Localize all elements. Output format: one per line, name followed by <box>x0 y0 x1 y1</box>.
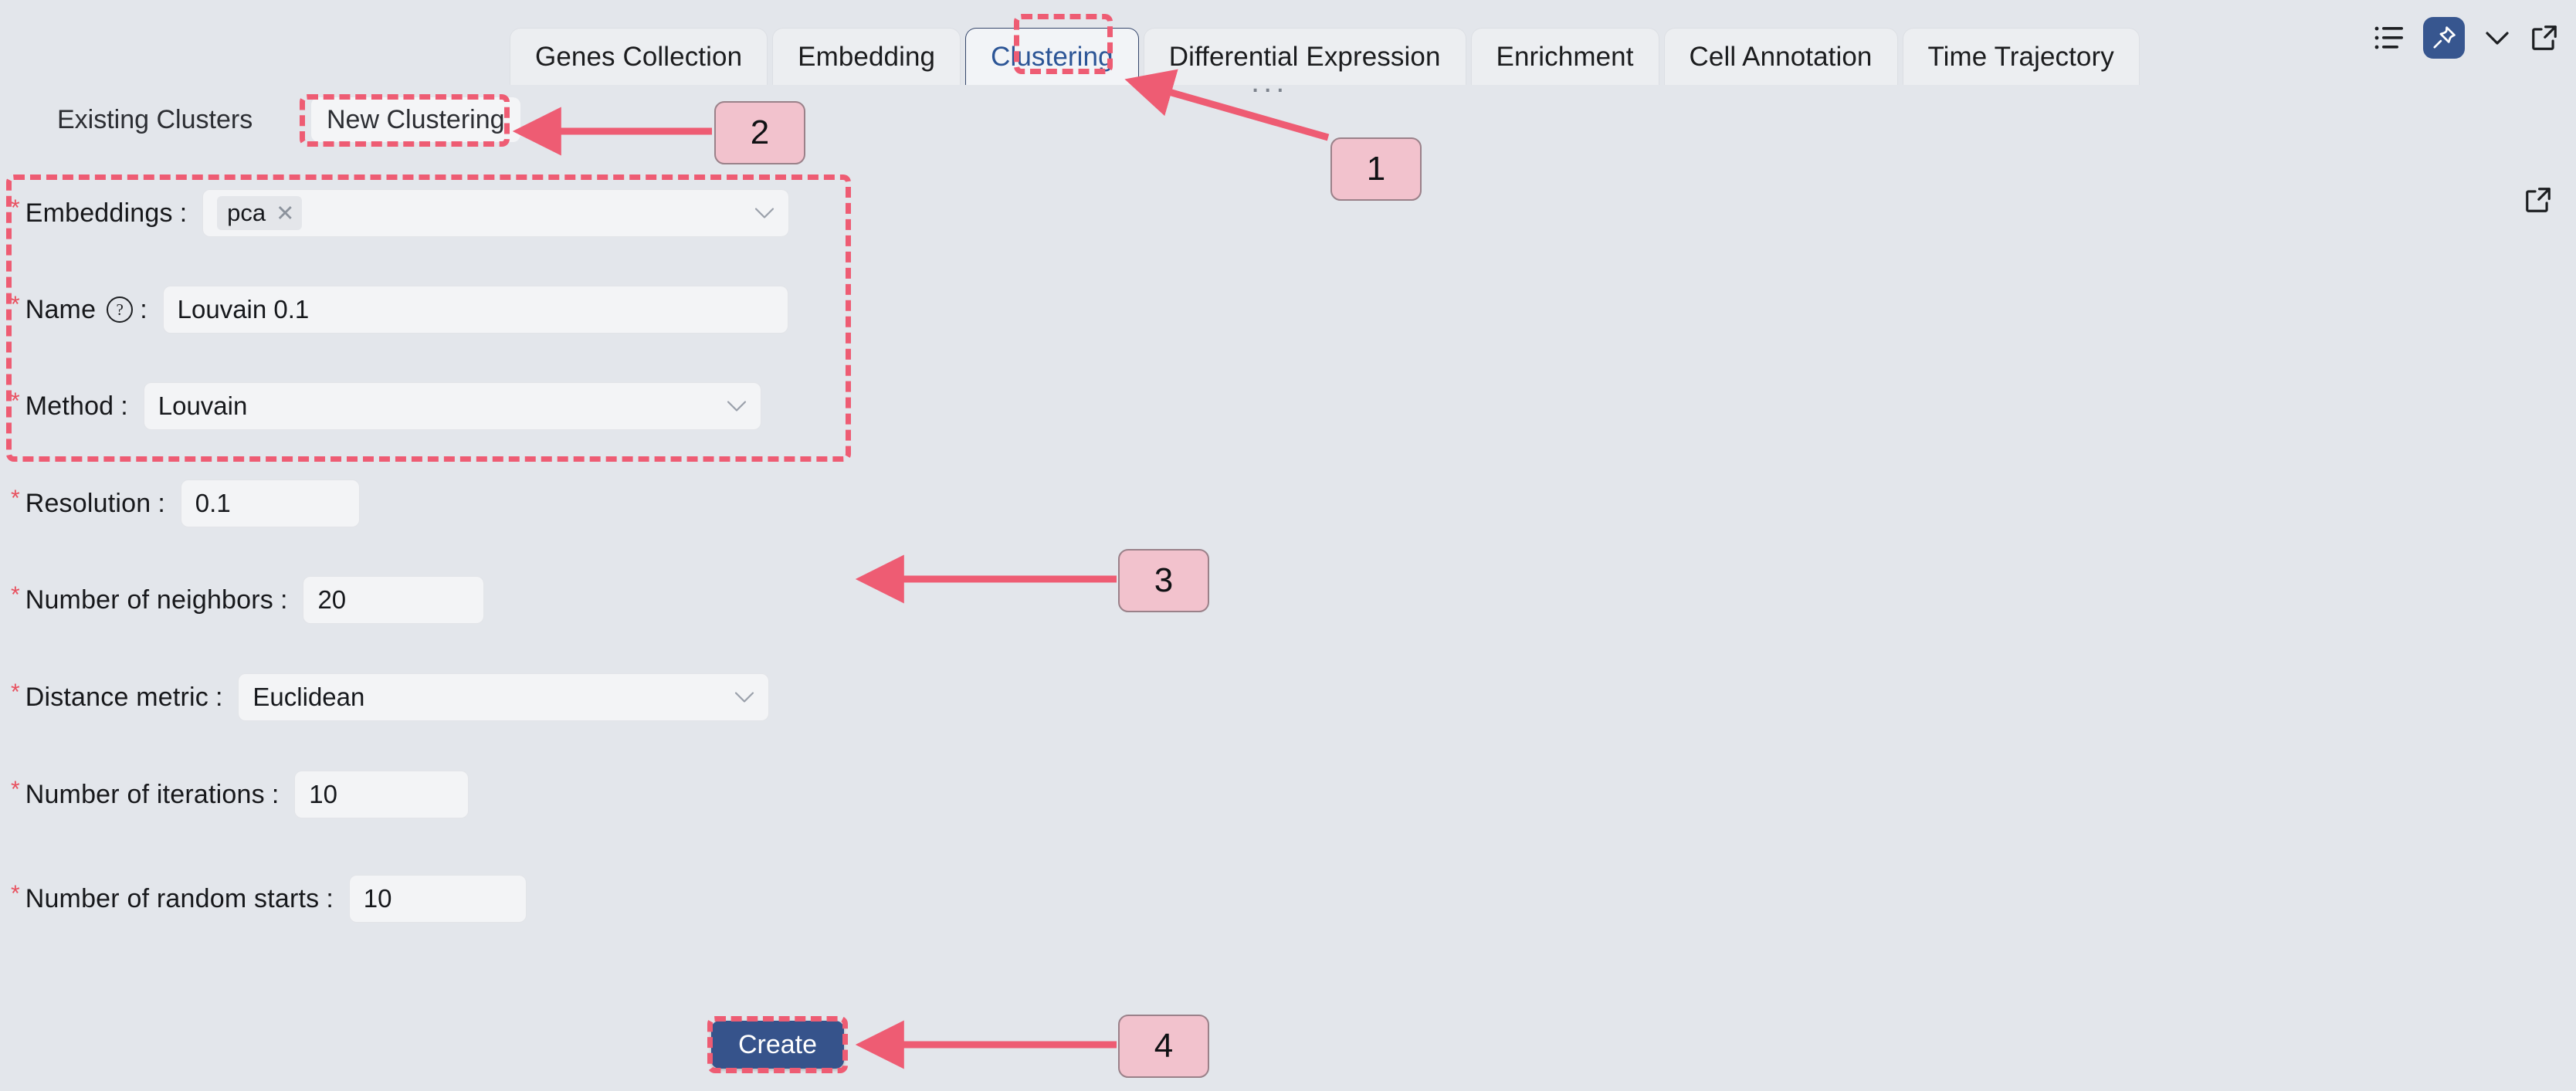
field-label: Number of iterations <box>25 779 265 809</box>
form-row-name: * Name ? : Louvain 0.1 <box>11 285 788 334</box>
form-row-random-starts: * Number of random starts : 10 <box>11 874 527 923</box>
tab-label: Embedding <box>798 41 936 72</box>
field-label: Embeddings <box>25 198 173 228</box>
required-marker: * <box>11 292 20 317</box>
tab-label: Genes Collection <box>535 41 743 72</box>
field-label: Number of neighbors <box>25 584 273 615</box>
field-label: Method <box>25 391 114 421</box>
field-colon: : <box>215 682 223 712</box>
field-label: Number of random starts <box>25 883 320 913</box>
tab-label: Enrichment <box>1496 41 1634 72</box>
annotation-badge-3: 3 <box>1118 549 1209 612</box>
distance-metric-select[interactable]: Euclidean <box>238 673 770 721</box>
iterations-input-value: 10 <box>309 780 337 808</box>
field-colon: : <box>326 883 334 913</box>
tab-cell-annotation[interactable]: Cell Annotation <box>1663 28 1898 85</box>
external-link-icon[interactable] <box>2530 23 2559 53</box>
name-input[interactable]: Louvain 0.1 <box>162 286 788 334</box>
tag-remove-icon[interactable]: ✕ <box>276 201 295 226</box>
subtab-existing-clusters[interactable]: Existing Clusters <box>42 97 268 142</box>
field-colon: : <box>179 198 188 228</box>
subtab-label: Existing Clusters <box>57 104 253 134</box>
required-marker: * <box>11 582 20 608</box>
subtab-new-clustering[interactable]: New Clustering <box>311 97 520 142</box>
tab-label: Differential Expression <box>1168 41 1441 72</box>
tab-embedding[interactable]: Embedding <box>772 28 961 85</box>
field-label: Name <box>25 294 97 324</box>
required-marker: * <box>11 881 20 906</box>
field-label: Distance metric <box>25 682 208 712</box>
main-tab-bar: Genes Collection Embedding Clustering Di… <box>0 0 2576 85</box>
required-marker: * <box>11 388 20 414</box>
tab-label: Time Trajectory <box>1927 41 2114 72</box>
form-row-resolution: * Resolution : 0.1 <box>11 479 360 528</box>
method-select[interactable]: Louvain <box>143 382 761 430</box>
tab-label: Cell Annotation <box>1689 41 1873 72</box>
help-icon[interactable]: ? <box>107 296 134 323</box>
method-select-value: Louvain <box>158 391 248 420</box>
field-label: Resolution <box>25 488 151 518</box>
embeddings-multiselect[interactable]: pca ✕ <box>202 189 790 237</box>
field-colon: : <box>120 391 128 421</box>
tab-differential-expression[interactable]: Differential Expression <box>1143 28 1466 85</box>
tab-bar-actions <box>2374 17 2559 59</box>
required-marker: * <box>11 679 20 705</box>
tag-label: pca <box>227 199 266 226</box>
resolution-input[interactable]: 0.1 <box>180 479 360 527</box>
external-link-icon[interactable] <box>2523 185 2553 215</box>
required-marker: * <box>11 195 20 221</box>
annotation-badge-4: 4 <box>1118 1015 1209 1078</box>
tab-time-trajectory[interactable]: Time Trajectory <box>1902 28 2140 85</box>
field-colon: : <box>158 488 165 518</box>
required-marker: * <box>11 486 20 511</box>
form-row-neighbors: * Number of neighbors : 20 <box>11 575 485 625</box>
name-input-value: Louvain 0.1 <box>177 295 310 324</box>
chevron-down-icon <box>735 692 754 703</box>
form-row-method: * Method : Louvain <box>11 381 761 431</box>
random-starts-input-value: 10 <box>363 884 392 913</box>
required-marker: * <box>11 777 20 802</box>
chevron-down-icon <box>755 208 774 219</box>
clustering-subtab-row: Existing Clusters New Clustering <box>0 85 2576 212</box>
tab-genes-collection[interactable]: Genes Collection <box>510 28 768 85</box>
form-row-iterations: * Number of iterations : 10 <box>11 770 469 819</box>
subtab-label: New Clustering <box>327 104 505 134</box>
form-row-distance-metric: * Distance metric : Euclidean <box>11 673 770 722</box>
pin-icon[interactable] <box>2423 17 2465 59</box>
field-colon: : <box>280 584 288 615</box>
field-colon: : <box>271 779 280 809</box>
tab-enrichment[interactable]: Enrichment <box>1470 28 1659 85</box>
distance-metric-value: Euclidean <box>253 683 365 711</box>
field-colon: : <box>140 294 147 324</box>
neighbors-input-value: 20 <box>317 585 347 614</box>
tab-label: Clustering <box>991 41 1113 72</box>
neighbors-input[interactable]: 20 <box>303 576 485 624</box>
form-row-embeddings: * Embeddings : pca ✕ <box>11 188 790 238</box>
embeddings-tag-pca[interactable]: pca ✕ <box>217 196 303 230</box>
chevron-down-icon[interactable] <box>2483 28 2511 48</box>
create-button[interactable]: Create <box>711 1021 844 1069</box>
random-starts-input[interactable]: 10 <box>348 875 527 923</box>
resolution-input-value: 0.1 <box>195 489 231 517</box>
tab-clustering[interactable]: Clustering <box>965 28 1139 85</box>
iterations-input[interactable]: 10 <box>294 771 469 818</box>
chevron-down-icon <box>727 401 746 412</box>
list-view-icon[interactable] <box>2374 25 2405 51</box>
clustering-form-panel: * Embeddings : pca ✕ * Name ? : Louvain … <box>11 179 849 923</box>
